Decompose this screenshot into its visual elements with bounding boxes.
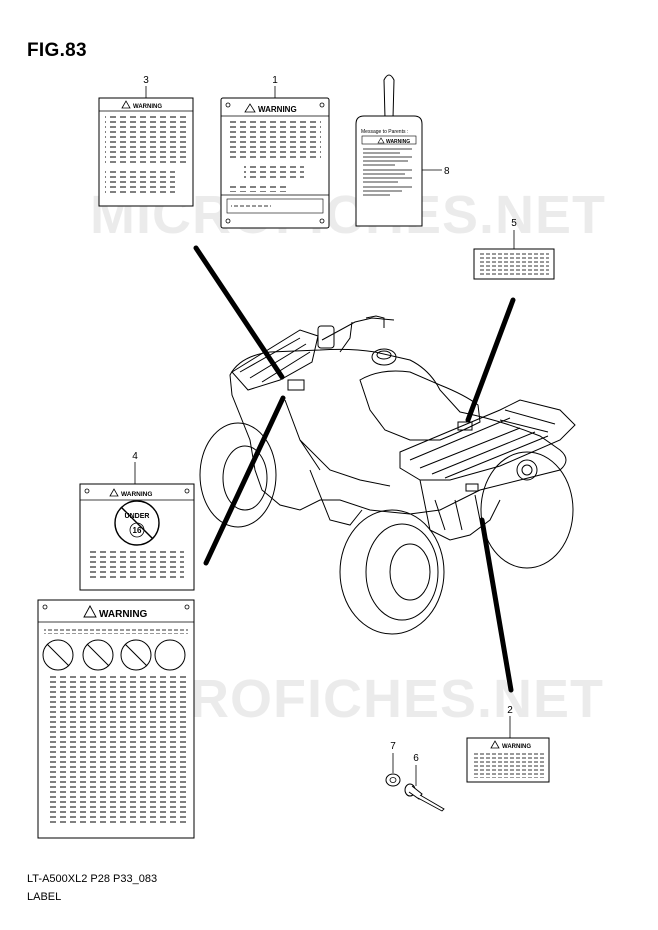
warning-triangle-icon [490,740,500,749]
warning-triangle-icon [121,100,131,109]
page-label: LABEL [27,891,62,903]
figure-title: FIG.83 [27,40,87,61]
no-alcohol-icon [82,639,114,671]
callout-3: 3 [143,75,149,86]
callout-4: 4 [132,451,138,462]
atv-illustration [199,315,576,635]
warning-text: WARNING [502,744,531,750]
callout-2: 2 [507,705,513,716]
label-2: WARNING [466,737,550,783]
warning-text: WARNING [121,491,152,498]
warning-text: WARNING [133,104,162,110]
label-5 [473,248,555,280]
no-paved-road-icon [120,639,152,671]
message-to-parents-text: Message to Parents : [361,129,408,135]
label-1: WARNING [220,97,330,229]
label-8-hang-tag: Message to Parents : WARNING [355,74,423,227]
warning-text: WARNING [99,609,148,620]
warning-triangle-icon [377,137,385,144]
part-6-clip [404,783,445,812]
wear-helmet-icon [154,639,186,671]
callout-7: 7 [390,741,396,752]
warning-text: WARNING [386,139,410,145]
under-text: UNDER [125,513,150,520]
label-3: WARNING [98,97,194,207]
label-4: WARNING UNDER 16 [79,483,195,591]
no-passenger-icon [42,639,74,671]
callout-6: 6 [413,753,419,764]
warning-text: WARNING [258,105,297,114]
part-7-washer [385,773,401,787]
age-text: 16 [133,526,142,535]
callout-8: 8 [444,166,450,177]
under-16-badge [114,500,160,546]
leader-lines [193,245,516,693]
callout-5: 5 [511,218,517,229]
warning-triangle-icon [109,488,119,497]
warning-triangle-icon [83,605,97,618]
label-4-main-warning: WARNING [37,599,195,839]
model-code: LT-A500XL2 P28 P33_083 [27,873,158,885]
warning-triangle-icon [244,103,256,113]
callout-1: 1 [272,75,278,86]
